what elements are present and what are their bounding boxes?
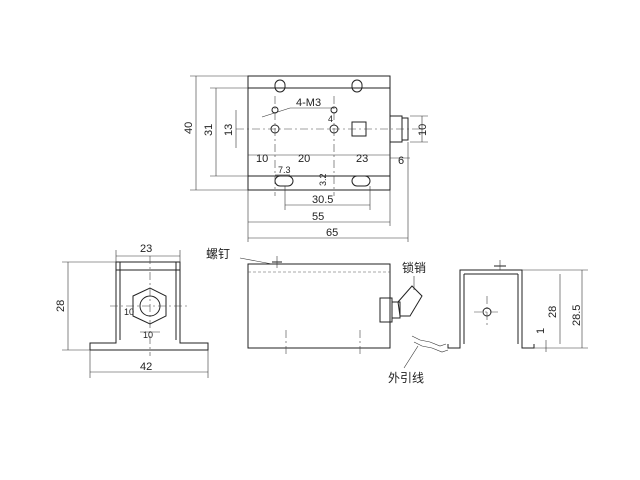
dim-3-2: 3.2 [318, 173, 328, 186]
dim-28-left: 28 [55, 300, 67, 312]
dim-23: 23 [356, 153, 368, 165]
label-lock-pin: 锁销 [402, 260, 426, 275]
dim-28-right: 28 [547, 306, 559, 318]
dim-7-3: 7.3 [278, 165, 291, 175]
label-lead-wire: 外引线 [388, 371, 424, 385]
dim-plunger-10: 10 [417, 124, 429, 136]
dim-10: 10 [256, 153, 268, 165]
dim-31: 31 [203, 124, 215, 136]
dim-65: 65 [326, 227, 338, 239]
dim-10-v: 10 [124, 307, 134, 317]
dim-42: 42 [140, 361, 152, 373]
dim-28-5: 28.5 [571, 305, 583, 326]
dim-55: 55 [312, 211, 324, 223]
dim-4-m3: 4-M3 [296, 97, 321, 109]
end-view-left: 23 28 42 10 10 [55, 243, 209, 378]
dim-6: 6 [398, 155, 404, 167]
dim-4: 4 [328, 114, 333, 124]
top-view: 40 31 13 4-M3 4 10 10 20 23 6 7.3 3.2 30… [183, 75, 429, 242]
dim-23-left: 23 [140, 243, 152, 255]
dim-10-h: 10 [143, 330, 153, 340]
dim-1: 1 [535, 328, 547, 334]
dim-20: 20 [298, 153, 310, 165]
dim-40: 40 [183, 122, 195, 134]
label-screw: 螺钉 [206, 247, 230, 261]
dim-30-5: 30.5 [312, 194, 333, 206]
side-view: 螺钉 锁销 外引线 [206, 247, 449, 385]
dim-13: 13 [223, 124, 235, 136]
end-view-right: 28 28.5 1 [447, 260, 588, 352]
